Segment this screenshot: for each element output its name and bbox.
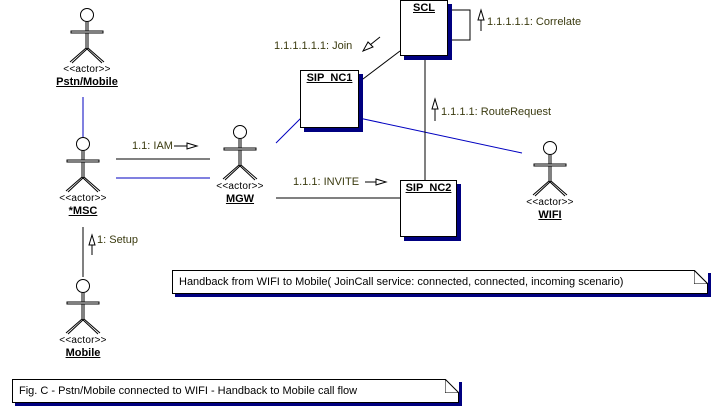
arrow-join-icon (361, 36, 381, 52)
actor-stereotype: <<actor>> (63, 64, 111, 75)
arrow-correlate-icon (477, 8, 485, 31)
note-fold-icon (694, 270, 708, 284)
link-sipnc1-wifi (358, 117, 523, 154)
object-name: SIP_NC1 (306, 72, 353, 84)
stick-figure-icon (65, 137, 101, 193)
arrow-routerequest-icon (431, 97, 439, 121)
link-mgw-sipnc1 (275, 117, 302, 144)
actor-msc[interactable]: <<actor>> *MSC (43, 137, 123, 218)
actor-name: WIFI (538, 209, 562, 221)
actor-name: *MSC (68, 205, 98, 217)
actor-stereotype: <<actor>> (216, 181, 264, 192)
scenario-note: Handback from WIFI to Mobile( JoinCall s… (172, 270, 708, 294)
object-sip-nc1[interactable]: SIP_NC1 (300, 70, 359, 128)
arrow-iam-icon (174, 142, 199, 150)
actor-stereotype: <<actor>> (59, 193, 107, 204)
arrow-invite-icon (365, 178, 388, 186)
object-name: SIP_NC2 (405, 182, 452, 194)
object-sip-nc2[interactable]: SIP_NC2 (400, 180, 457, 237)
note-fold-icon (445, 379, 459, 393)
actor-name: MGW (225, 193, 255, 205)
message-label-correlate: 1.1.1.1.1: Correlate (487, 16, 582, 28)
stick-figure-icon (69, 8, 105, 64)
actor-stereotype: <<actor>> (526, 197, 574, 208)
stick-figure-icon (222, 125, 258, 181)
actor-stereotype: <<actor>> (59, 335, 107, 346)
note-text: Handback from WIFI to Mobile( JoinCall s… (179, 276, 624, 288)
stick-figure-icon (532, 141, 568, 197)
actor-wifi[interactable]: <<actor>> WIFI (510, 141, 590, 222)
actor-mgw[interactable]: <<actor>> MGW (200, 125, 280, 206)
object-name: SCL (413, 2, 435, 14)
note-text: Fig. C - Pstn/Mobile connected to WIFI -… (19, 385, 358, 397)
stick-figure-icon (65, 279, 101, 335)
actor-name: Mobile (65, 347, 101, 359)
link-sipnc1-scl (358, 50, 401, 83)
actor-mobile[interactable]: <<actor>> Mobile (43, 279, 123, 360)
actor-pstn-mobile[interactable]: <<actor>> Pstn/Mobile (47, 8, 127, 89)
arrow-setup-icon (88, 233, 96, 255)
message-label-iam: 1.1: IAM (132, 140, 173, 152)
message-label-invite: 1.1.1: INVITE (293, 176, 360, 188)
actor-name: Pstn/Mobile (56, 76, 118, 88)
object-scl[interactable]: SCL (400, 0, 448, 56)
message-label-join: 1.1.1.1.1.1: Join (274, 40, 353, 52)
figure-caption-note: Fig. C - Pstn/Mobile connected to WIFI -… (12, 379, 459, 403)
message-label-setup: 1: Setup (97, 234, 138, 246)
message-label-routerequest: 1.1.1.1: RouteRequest (441, 106, 552, 118)
link-scl-self (449, 9, 471, 41)
